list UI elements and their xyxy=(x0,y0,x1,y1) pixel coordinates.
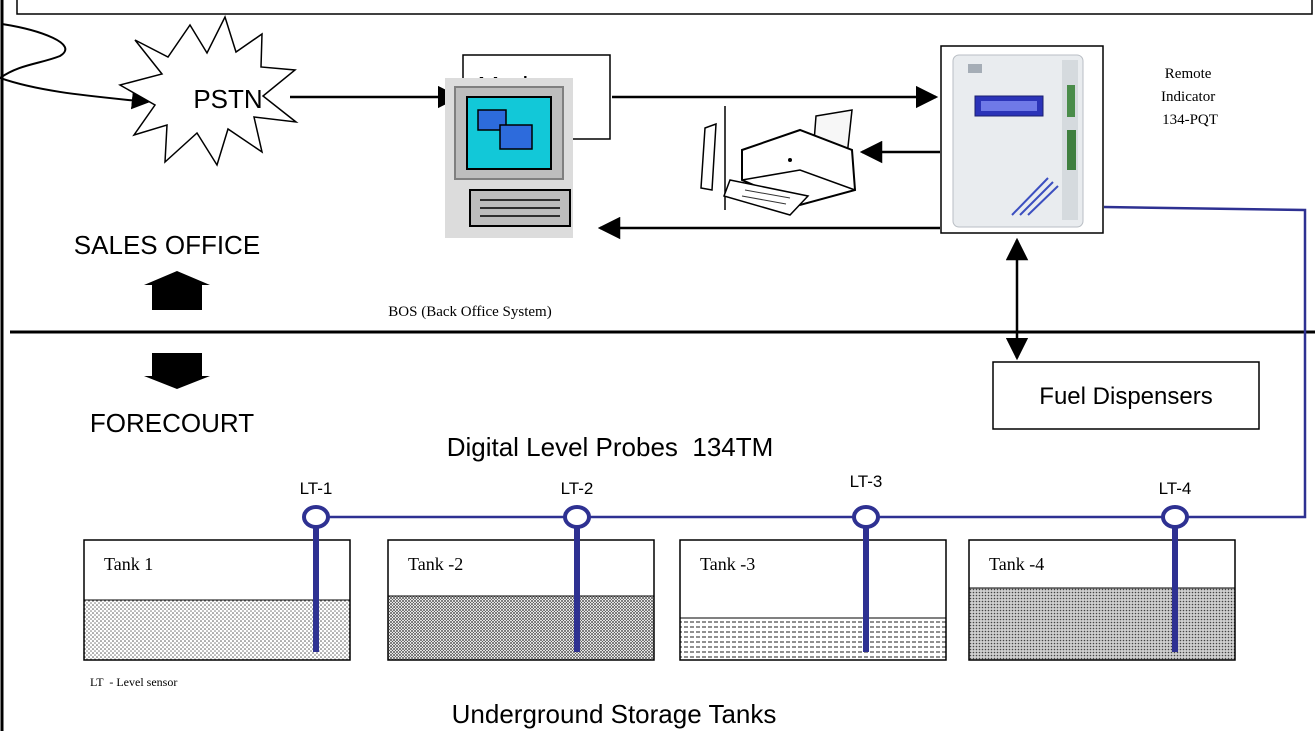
down-arrow-icon xyxy=(144,353,210,389)
pstn-label: PSTN xyxy=(193,84,262,114)
probe-sensor-3 xyxy=(852,505,880,529)
tank-label-3: Tank -3 xyxy=(700,554,755,574)
probe-sensor-1 xyxy=(302,505,330,529)
tank-fill-3 xyxy=(680,618,946,660)
probe-sensor-4 xyxy=(1161,505,1189,529)
tank-4 xyxy=(968,539,1236,661)
tank-2 xyxy=(387,539,655,661)
tanks-group: Tank 1 Tank -2 Tank -3 Tank -4 xyxy=(83,539,1236,661)
fuel-dispensers-box xyxy=(992,361,1260,430)
forecourt-label: FORECOURT xyxy=(90,408,254,438)
tank-fill-1 xyxy=(84,600,350,660)
bos-label: BOS (Back Office System) xyxy=(388,304,551,320)
header-box xyxy=(16,0,1313,15)
probe-label-2: LT-2 xyxy=(561,479,594,498)
tank-1 xyxy=(83,539,351,661)
probe-label-4: LT-4 xyxy=(1159,479,1192,498)
tank-fill-2 xyxy=(388,596,654,660)
probe-bus-line xyxy=(315,205,1307,519)
tank-label-4: Tank -4 xyxy=(989,554,1044,574)
pstn-starburst xyxy=(118,15,299,167)
printer-icon xyxy=(700,106,857,216)
probes-group: LT-1 LT-2 LT-3 LT-4 xyxy=(300,472,1192,652)
fuel-dispensers-label: Fuel Dispensers xyxy=(1039,383,1212,410)
footer-title: Underground Storage Tanks xyxy=(452,699,777,729)
remote-indicator-line-1: Remote xyxy=(1165,66,1212,82)
remote-indicator-line-3: 134-PQT xyxy=(1162,112,1218,128)
tank-label-1: Tank 1 xyxy=(104,554,153,574)
sales-office-label: SALES OFFICE xyxy=(74,230,260,260)
remote-indicator-line-2: Indicator xyxy=(1161,89,1215,105)
tank-3 xyxy=(679,539,947,661)
probe-sensor-2 xyxy=(563,505,591,529)
probes-title: Digital Level Probes 134TM xyxy=(447,432,774,462)
incoming-line xyxy=(0,23,150,110)
tank-fill-4 xyxy=(969,588,1235,660)
legend-text: LT - Level sensor xyxy=(90,675,177,689)
remote-indicator-device xyxy=(940,45,1104,234)
probe-label-1: LT-1 xyxy=(300,479,333,498)
computer-icon xyxy=(445,78,573,238)
tank-label-2: Tank -2 xyxy=(408,554,463,574)
remote-indicator-label: Remote Indicator 134-PQT xyxy=(1161,66,1219,128)
up-arrow-icon xyxy=(144,271,210,310)
probe-label-3: LT-3 xyxy=(850,472,883,491)
